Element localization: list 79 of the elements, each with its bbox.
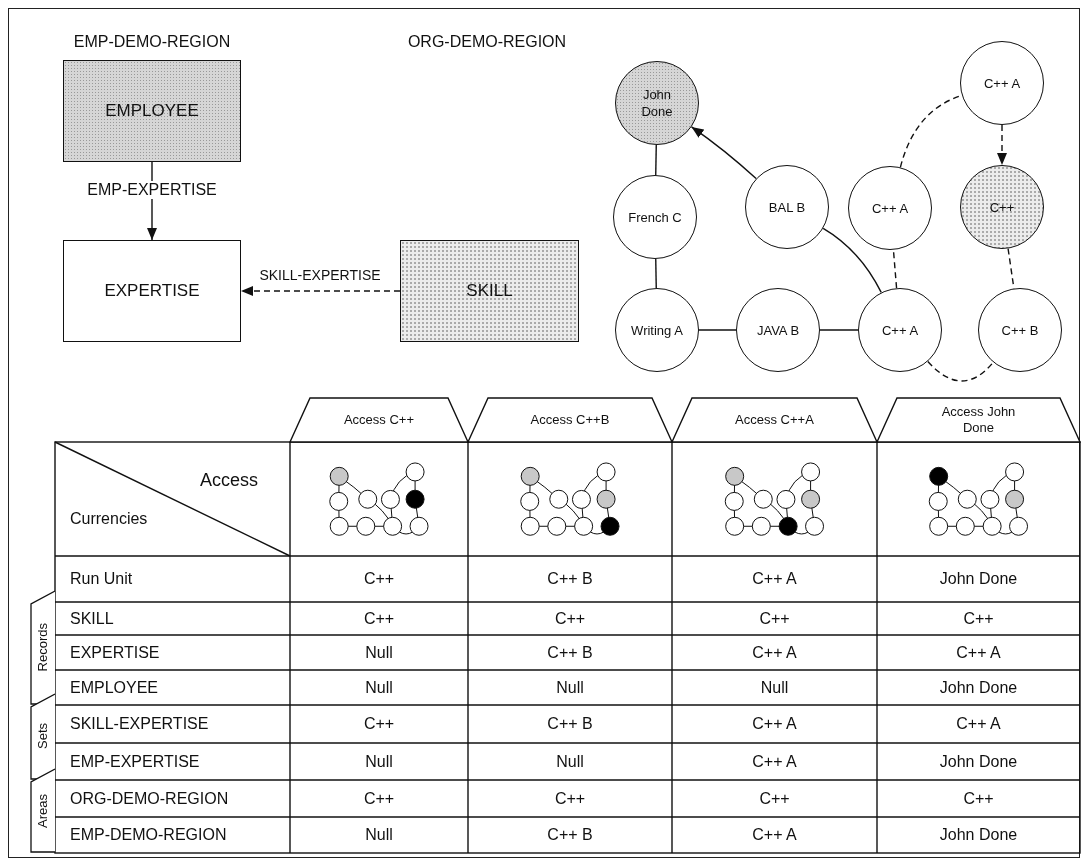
node-label: C++ A	[870, 199, 910, 217]
cell-text: Null	[365, 643, 393, 662]
connector-line	[927, 360, 994, 382]
node-label: C++ A	[982, 74, 1022, 92]
record-box	[63, 240, 241, 342]
row-header: EMP-EXPERTISE	[70, 752, 200, 771]
cell-text: C++	[363, 715, 395, 733]
node-label: Writing A	[630, 321, 684, 339]
node-label: C++ A	[880, 321, 920, 339]
cell-text: C++ A	[956, 715, 1001, 733]
edge-label: SKILL-EXPERTISE	[258, 267, 382, 283]
connector-line	[892, 249, 898, 289]
tab-label: Records	[34, 623, 50, 672]
row-header: SKILL-EXPERTISE	[70, 715, 209, 733]
cell-text: C++ B	[547, 715, 593, 733]
cell-text: C++	[963, 789, 994, 808]
arrow	[690, 126, 757, 180]
axis-heading: Currencies	[70, 510, 148, 528]
tab-label: Access C++A	[735, 412, 814, 428]
tab-label: Areas	[34, 793, 50, 828]
record-box	[400, 240, 579, 342]
arrow	[240, 286, 401, 296]
node-label: C++	[988, 198, 1016, 216]
cell-text: C++ B	[547, 826, 593, 844]
cell-text: C++	[963, 609, 994, 628]
row-header: ORG-DEMO-REGION	[70, 789, 229, 808]
cell-text: John Done	[939, 570, 1018, 588]
cell-text: Null	[556, 678, 584, 697]
region-name: ORG-DEMO-REGION	[407, 33, 567, 51]
cell-text: C++ A	[752, 643, 797, 662]
cell-text: John Done	[939, 678, 1018, 697]
connector-line	[698, 329, 737, 331]
connector-line	[655, 144, 657, 176]
cell-text: C++ B	[547, 570, 593, 588]
cell-text: C++	[363, 609, 395, 628]
cell-text: C++	[363, 570, 395, 588]
cell-text: C++	[759, 609, 790, 628]
cell-text: C++ A	[752, 715, 797, 733]
tab-label: Access C++	[343, 412, 415, 428]
cell-text: John Done	[939, 752, 1018, 771]
node-label: EMPLOYEE	[105, 101, 199, 121]
cell-text: Null	[365, 752, 393, 771]
tab-label: Access John Done	[940, 404, 1017, 436]
cell-text: Null	[760, 678, 789, 697]
cell-text: C++	[759, 789, 790, 808]
row-header: Run Unit	[70, 570, 133, 588]
connector-line	[822, 227, 882, 294]
tab-label: Sets	[34, 723, 50, 750]
region-name: EMP-DEMO-REGION	[73, 33, 231, 51]
node-label: EXPERTISE	[104, 281, 200, 301]
node-label: John Done	[640, 86, 674, 120]
record-box	[63, 60, 241, 162]
cell-text: C++ A	[956, 643, 1001, 662]
arrow	[997, 124, 1007, 166]
row-header: SKILL	[70, 609, 114, 628]
row-header: EMPLOYEE	[70, 678, 159, 697]
cell-text: Null	[556, 752, 584, 771]
cell-text: John Done	[939, 826, 1018, 844]
connector-line	[819, 329, 859, 331]
cell-text: C++ A	[752, 752, 797, 771]
cell-text: C++ B	[547, 643, 593, 662]
edge-label: EMP-EXPERTISE	[85, 181, 219, 199]
cell-text: C++	[554, 609, 586, 628]
axis-heading: Access	[200, 470, 259, 491]
cell-text: C++ A	[752, 826, 797, 844]
cell-text: Null	[365, 678, 393, 697]
node-label: JAVA B	[755, 321, 801, 339]
cell-text: Null	[365, 826, 393, 844]
row-header: EMP-DEMO-REGION	[70, 826, 227, 844]
node-label: C++ B	[1000, 321, 1040, 339]
node-label: French C	[628, 208, 682, 226]
row-header: EXPERTISE	[70, 643, 160, 662]
tab-label: Access C++B	[530, 412, 610, 428]
node-label: SKILL	[466, 281, 513, 301]
cell-text: C++ A	[752, 570, 797, 588]
cell-text: C++	[554, 789, 586, 808]
node-label: BAL B	[767, 198, 807, 216]
cell-text: C++	[363, 789, 395, 808]
connector-line	[655, 258, 657, 289]
